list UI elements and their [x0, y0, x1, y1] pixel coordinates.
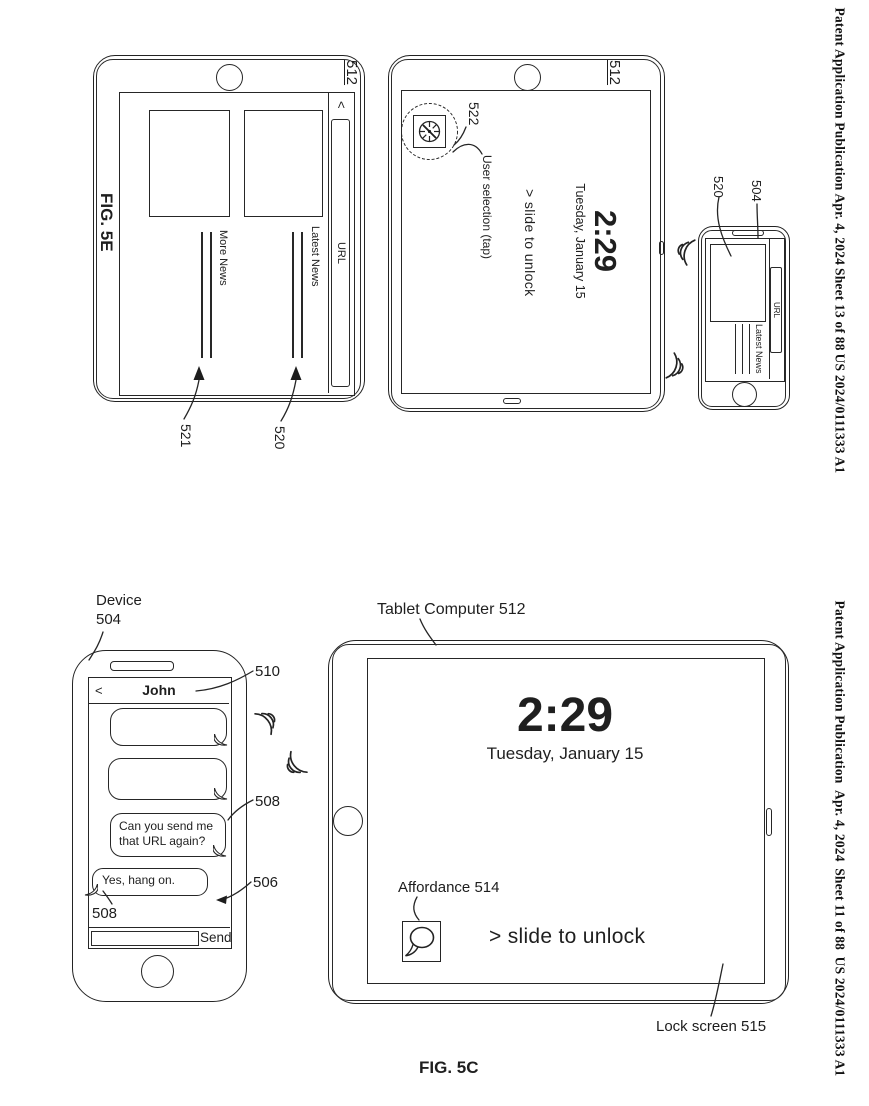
- wireless-signal-icon: [254, 712, 276, 736]
- fig5e-tablet-news: 512 < URL Latest News More News 520 521: [93, 55, 365, 475]
- message-affordance-icon[interactable]: [402, 921, 441, 962]
- message-text: Yes, hang on.: [102, 873, 175, 887]
- back-chevron-icon[interactable]: <: [334, 101, 349, 109]
- article-text-line: [734, 324, 736, 374]
- ref-label-508: 508: [255, 793, 281, 810]
- send-button[interactable]: Send: [200, 930, 232, 945]
- ref-label-506: 506: [253, 874, 279, 891]
- affordance-label: Affordance 514: [398, 879, 500, 896]
- home-button[interactable]: [333, 806, 363, 836]
- ref-label-520: 520: [272, 426, 288, 450]
- url-field[interactable]: URL: [331, 119, 350, 387]
- home-button[interactable]: [216, 64, 243, 91]
- message-bubble: [108, 758, 227, 800]
- tablet-label: Tablet Computer 512: [377, 601, 526, 618]
- ref-label-522: 522: [466, 102, 482, 126]
- browser-toolbar: < URL: [328, 93, 354, 393]
- fig5e-tablet-lock: 512 2:29 Tuesday, January 15 522 U: [388, 55, 665, 412]
- sheet-number: Sheet 11 of 88: [833, 868, 848, 951]
- article-image: [710, 244, 766, 322]
- publication-date: Apr. 4, 2024: [833, 790, 848, 862]
- back-chevron-icon[interactable]: <: [95, 683, 103, 698]
- publication-date: Apr. 4, 2024: [833, 193, 848, 266]
- device-ref-504: 504: [96, 611, 122, 628]
- clock-time: 2:29: [588, 209, 623, 273]
- browser-affordance-icon[interactable]: [413, 115, 446, 148]
- article-text-line: [301, 232, 303, 358]
- clock-date: Tuesday, January 15: [486, 744, 644, 763]
- wireless-signal-icon: [665, 352, 684, 379]
- speaker-slot: [110, 661, 174, 671]
- article-text-line: [741, 324, 743, 374]
- bubble-tail: [214, 734, 228, 746]
- home-button[interactable]: [514, 64, 541, 91]
- tablet-lock-screen: [367, 658, 765, 984]
- speech-balloon-icon: [405, 926, 435, 957]
- publication-header-bottom: Patent Application Publication Apr. 4, 2…: [832, 601, 849, 1077]
- wireless-signal-icon: [677, 239, 696, 266]
- message-text: [109, 759, 226, 769]
- browser-toolbar: URL: [769, 239, 784, 379]
- speaker-slot: [732, 230, 764, 236]
- article-title[interactable]: Latest News: [754, 324, 764, 374]
- ref-label-504: 504: [749, 180, 764, 202]
- message-text: Can you send me that URL again?: [119, 819, 214, 848]
- ref-label-521: 521: [178, 424, 194, 448]
- fig5e-phone: URL Latest News 520 504: [698, 168, 790, 410]
- article-image: [244, 110, 323, 217]
- side-slot: [503, 398, 521, 404]
- slide-to-unlock[interactable]: > slide to unlock: [522, 189, 538, 297]
- ref-label-510: 510: [255, 663, 281, 680]
- message-text: [111, 709, 226, 719]
- ref-label-520: 520: [711, 176, 726, 198]
- clock-time: 2:29: [516, 689, 614, 742]
- article-image: [149, 110, 230, 217]
- device-label: Device: [96, 592, 142, 609]
- compose-row: Send: [88, 927, 232, 948]
- ref-label-512: 512: [606, 60, 623, 86]
- article-text-line: [201, 232, 203, 358]
- home-button[interactable]: [141, 955, 174, 988]
- publication-header-top: Patent Application Publication Apr. 4, 2…: [832, 8, 849, 474]
- contact-name: John: [142, 682, 176, 698]
- ref-label-508-bottom: 508: [92, 905, 118, 922]
- compass-icon: [418, 120, 441, 143]
- message-bubble: [110, 708, 227, 746]
- fig5c-tablet-body: [328, 640, 789, 1004]
- user-selection-note: User selection (tap): [480, 155, 494, 260]
- article-title[interactable]: More News: [217, 230, 229, 286]
- fig5c-phone-body: [72, 650, 247, 1002]
- fig5c-caption: FIG. 5C: [419, 1058, 479, 1077]
- bubble-tail: [213, 845, 227, 857]
- document-number: US 2024/0111333 A1: [833, 353, 848, 474]
- message-input[interactable]: [91, 931, 199, 946]
- lock-screen-label: Lock screen 515: [656, 1018, 767, 1035]
- clock-date: Tuesday, January 15: [573, 183, 587, 299]
- url-field[interactable]: URL: [770, 267, 783, 353]
- bubble-tail: [214, 788, 228, 800]
- publication-name: Patent Application Publication: [833, 600, 848, 784]
- document-number: US 2024/0111333 A1: [833, 956, 848, 1077]
- message-bubble: Yes, hang on.: [92, 868, 208, 896]
- slide-to-unlock[interactable]: > slide to unlock: [489, 925, 646, 948]
- sheet-number: Sheet 13 of 88: [833, 268, 848, 351]
- wireless-signal-icon: [286, 750, 308, 774]
- article-text-line: [292, 232, 294, 358]
- side-slot: [766, 808, 772, 836]
- power-button[interactable]: [659, 241, 664, 255]
- bubble-tail: [84, 884, 98, 896]
- publication-name: Patent Application Publication: [833, 7, 848, 191]
- messages-titlebar: < John: [89, 678, 229, 704]
- home-button[interactable]: [732, 382, 757, 407]
- ref-label-512: 512: [343, 60, 360, 86]
- article-text-line: [748, 324, 750, 374]
- message-bubble: Can you send me that URL again?: [110, 813, 226, 857]
- article-title[interactable]: Latest News: [309, 226, 321, 287]
- article-text-line: [210, 232, 212, 358]
